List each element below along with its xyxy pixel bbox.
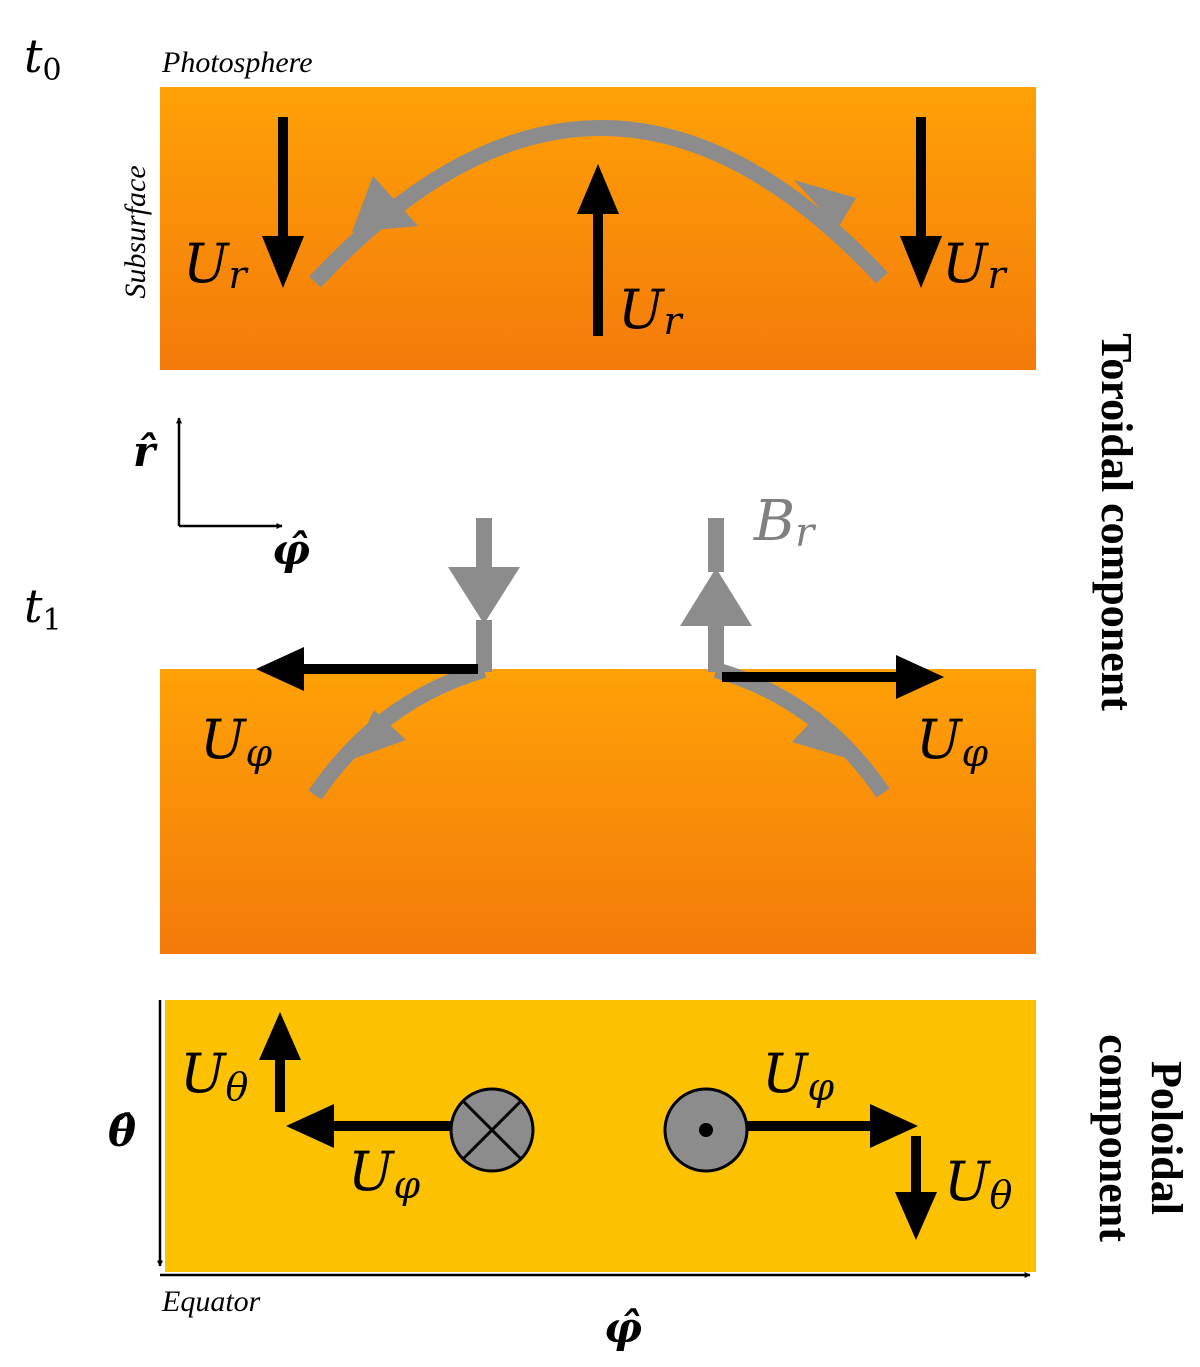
poloidal-panel	[165, 1000, 1036, 1272]
equator-label: Equator	[161, 1285, 261, 1318]
theta-hat-label: θ̂	[108, 1107, 136, 1156]
uphi-arrow-left-poloidal	[286, 1104, 451, 1148]
out-of-page-symbol	[663, 1087, 749, 1173]
uphi-arrow-right-t1	[722, 655, 944, 699]
br-label: Br	[753, 489, 817, 556]
t1-label: t1	[24, 579, 62, 638]
poloidal-label-line1: Poloidal	[1142, 1061, 1191, 1215]
poloidal-label-line2: component	[1090, 1034, 1139, 1242]
ur-arrow-center-up	[577, 164, 619, 336]
ur-label-left: Ur	[183, 232, 250, 297]
field-arrowhead-left-t0	[352, 176, 418, 232]
uphi-label-left-t1: Uφ	[200, 708, 273, 775]
utheta-label-right: Uθ	[944, 1150, 1013, 1217]
field-arrowhead-right-t0	[794, 180, 856, 228]
uphi-label-left-poloidal: Uφ	[348, 1140, 421, 1207]
ur-label-center: Ur	[618, 278, 685, 343]
uphi-arrow-right-poloidal	[747, 1104, 918, 1148]
into-page-symbol	[449, 1087, 535, 1173]
ur-arrow-right-down	[900, 117, 942, 288]
uphi-label-right-poloidal: Uφ	[762, 1042, 835, 1109]
uphi-label-right-t1: Uφ	[916, 708, 989, 775]
uphi-arrow-left-t1	[256, 647, 478, 691]
photosphere-label: Photosphere	[161, 46, 313, 79]
subsurface-label: Subsurface	[119, 165, 152, 298]
utheta-label-left: Uθ	[180, 1042, 249, 1109]
t0-label: t0	[24, 29, 62, 88]
utheta-arrow-left-up	[259, 1012, 301, 1112]
toroidal-component-label: Toroidal component	[1092, 333, 1141, 711]
ur-arrow-left-down	[262, 117, 304, 288]
r-hat-label: r̂	[133, 427, 158, 476]
phi-hat-label-bottom: φ̂	[604, 1303, 642, 1352]
theta-phi-axes	[157, 1000, 1031, 1278]
ur-label-right: Ur	[942, 232, 1009, 297]
phi-hat-label-axes: φ̂	[272, 525, 310, 574]
field-line-left-t1	[308, 518, 520, 800]
t1-subsurface-panel	[160, 669, 1036, 954]
utheta-arrow-right-down	[895, 1136, 937, 1240]
r-phi-axes	[176, 417, 283, 529]
